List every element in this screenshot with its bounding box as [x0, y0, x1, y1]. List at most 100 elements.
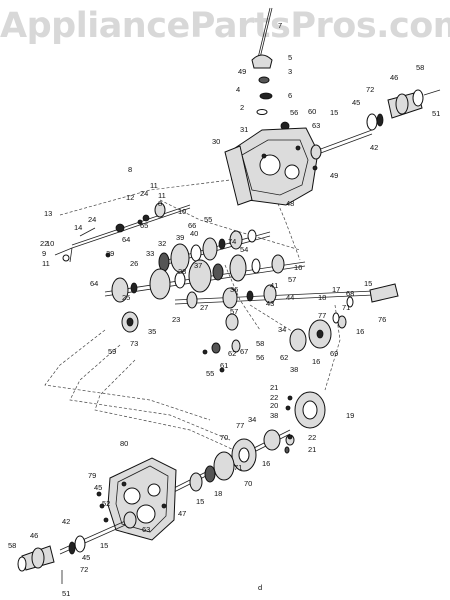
callout: 25 [122, 293, 130, 302]
callout: 7 [278, 21, 282, 30]
callout: 51 [432, 109, 440, 118]
callout: 37 [194, 261, 202, 270]
callout: 16 [312, 357, 320, 366]
callout: 60 [308, 107, 316, 116]
callout: 62 [228, 349, 236, 358]
middle-shaft-assembly [104, 254, 306, 303]
callout: 66 [188, 221, 196, 230]
callout: 74 [228, 237, 236, 246]
callout: 8 [158, 199, 162, 208]
callout: 56 [290, 108, 298, 117]
callout: 64 [122, 235, 130, 244]
callout: 5 [288, 53, 292, 62]
callout: 22 [40, 239, 48, 248]
callout: 52 [102, 499, 110, 508]
callout: 68 [346, 289, 354, 298]
callout: 28 [178, 267, 186, 276]
callout: 42 [370, 143, 378, 152]
callout: 48 [286, 199, 294, 208]
callout: 11 [150, 181, 158, 190]
callout: 12 [126, 193, 134, 202]
callout: 4 [236, 85, 240, 94]
callout: 16 [294, 263, 302, 272]
upper-shaft-assembly [158, 229, 271, 273]
callout: 40 [190, 229, 198, 238]
callout: 77 [318, 311, 326, 320]
callout: 24 [88, 215, 96, 224]
callout: 39 [176, 233, 184, 242]
callout: 27 [200, 303, 208, 312]
shifter-assembly [251, 7, 290, 131]
callout: 18 [214, 489, 222, 498]
callout: 63 [312, 121, 320, 130]
callout: 3 [288, 67, 292, 76]
callout: 49 [238, 67, 246, 76]
callout: 57 [288, 275, 296, 284]
callout: 45 [352, 98, 360, 107]
bottom-axle-assembly [17, 511, 137, 584]
callout: 34 [248, 415, 256, 424]
callout: 64 [90, 279, 98, 288]
callout: 58 [416, 63, 424, 72]
callout: 76 [378, 315, 386, 324]
callout: 15 [196, 497, 204, 506]
callout: 16 [356, 327, 364, 336]
callout: 71 [234, 463, 242, 472]
callout: 15 [364, 279, 372, 288]
callout: 80 [120, 439, 128, 448]
callout: 36 [230, 285, 238, 294]
callout: 54 [240, 245, 248, 254]
callout: 47 [178, 509, 186, 518]
lower-shaft-assembly [174, 283, 399, 309]
callout: 65 [140, 221, 148, 230]
callout: 70 [220, 433, 228, 442]
callout: 6 [288, 91, 292, 100]
callout: 34 [278, 325, 286, 334]
callout: 11 [42, 259, 50, 268]
callout: 56 [256, 353, 264, 362]
callout: 46 [390, 73, 398, 82]
callout: 31 [240, 125, 248, 134]
callout: 38 [270, 411, 278, 420]
callout: 58 [8, 541, 16, 550]
callout: 61 [220, 361, 228, 370]
callout: 69 [330, 349, 338, 358]
callout: 44 [286, 293, 294, 302]
callout: 20 [270, 401, 278, 410]
callout: 35 [148, 327, 156, 336]
watermark: AppliancePartsPros.com [0, 6, 450, 46]
callout: 21 [270, 383, 278, 392]
callout: 51 [62, 589, 70, 598]
callout: 10 [46, 239, 54, 248]
callout: 72 [366, 85, 374, 94]
callout-labels: 7 5 3 6 2 4 49 56 60 63 31 15 45 72 46 5… [8, 21, 440, 598]
callout: 49 [330, 171, 338, 180]
callout: 67 [240, 347, 248, 356]
callout: 77 [236, 421, 244, 430]
callout: 13 [44, 209, 52, 218]
callout: 72 [80, 565, 88, 574]
callout: 55 [206, 369, 214, 378]
callout: 59 [108, 347, 116, 356]
callout: 38 [290, 365, 298, 374]
callout: 73 [130, 339, 138, 348]
callout: 24 [140, 189, 148, 198]
callout: 22 [308, 433, 316, 442]
callout: 11 [158, 191, 166, 200]
ring-gear [284, 391, 326, 454]
callout: 29 [106, 249, 114, 258]
callout: 2 [240, 103, 244, 112]
callout: 63 [142, 525, 150, 534]
callout: 70 [244, 479, 252, 488]
callout: 21 [308, 445, 316, 454]
callout: d [258, 583, 262, 592]
lower-gear-assembly [169, 429, 291, 495]
callout: 18 [318, 293, 326, 302]
callout: 30 [212, 137, 220, 146]
callout: 23 [172, 315, 180, 324]
callout: 58 [256, 339, 264, 348]
callout: 15 [100, 541, 108, 550]
callout: 22 [270, 393, 278, 402]
